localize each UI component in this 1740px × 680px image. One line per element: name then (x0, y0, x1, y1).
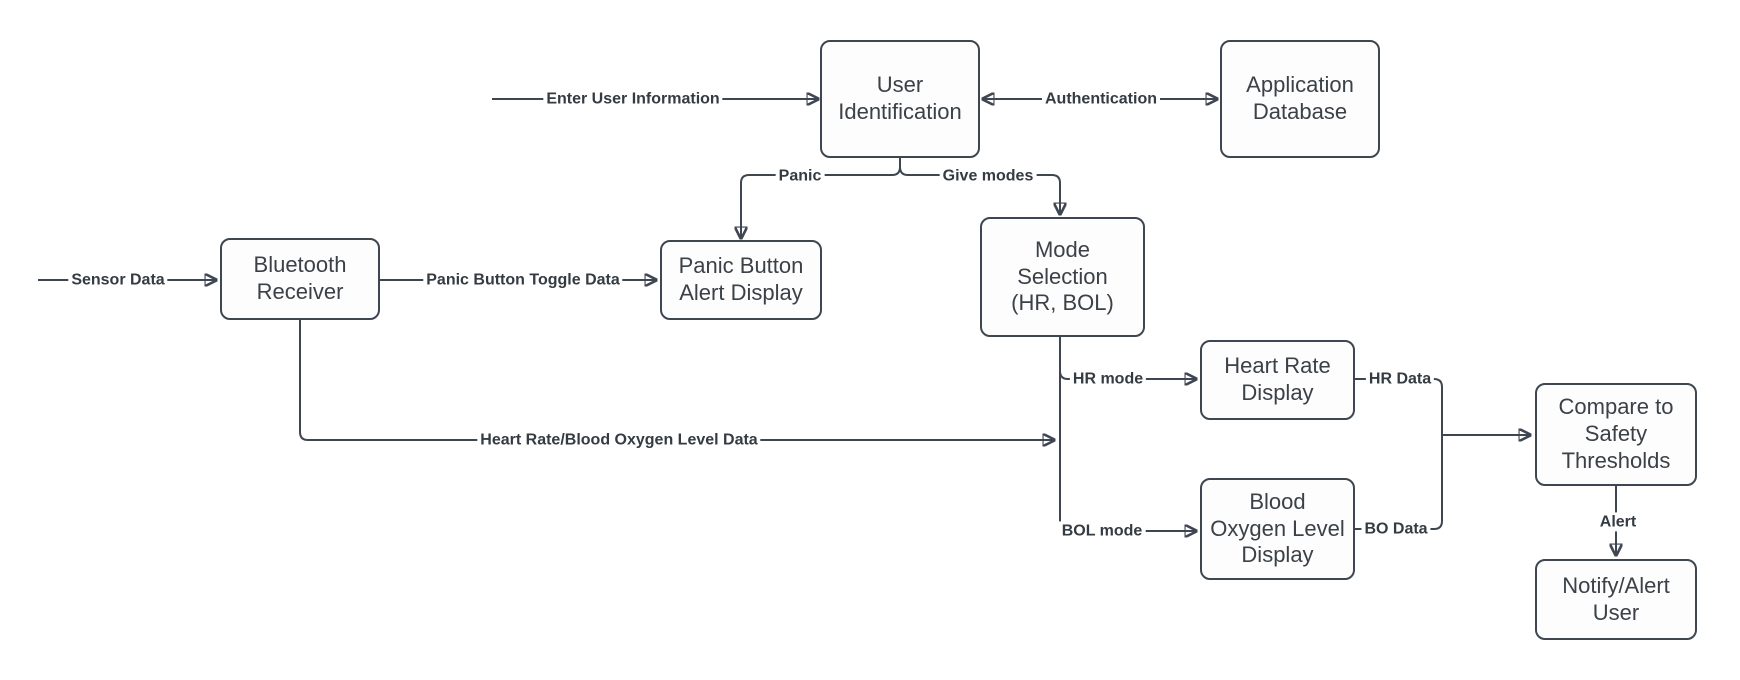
node-label: Application Database (1246, 72, 1354, 124)
edge-label-panic[interactable]: Panic (775, 166, 825, 186)
node-bluetooth-receiver[interactable]: Bluetooth Receiver (220, 238, 380, 320)
node-label: Blood Oxygen Level Display (1210, 488, 1345, 568)
edge-label-enter-user-information[interactable]: Enter User Information (543, 89, 723, 109)
edge-label-authentication[interactable]: Authentication (1042, 89, 1160, 109)
edge-label-alert[interactable]: Alert (1596, 512, 1640, 532)
node-label: Bluetooth Receiver (253, 252, 347, 304)
node-label: Notify/Alert User (1562, 572, 1670, 625)
edge-label-hr-data[interactable]: HR Data (1365, 369, 1435, 389)
node-compare-to-safety-thresholds[interactable]: Compare to Safety Thresholds (1535, 383, 1697, 486)
edge-label-sensor-data[interactable]: Sensor Data (68, 270, 168, 290)
edge-label-heart-rate-blood-oxygen-level-data[interactable]: Heart Rate/Blood Oxygen Level Data (477, 430, 761, 450)
node-label: Mode Selection (HR, BOL) (1011, 236, 1114, 316)
node-application-database[interactable]: Application Database (1220, 40, 1380, 158)
node-label: Compare to Safety Thresholds (1558, 394, 1674, 473)
edge-label-panic-button-toggle-data[interactable]: Panic Button Toggle Data (423, 270, 623, 290)
connector-hr-bo-data-rail[interactable] (1355, 378, 1443, 530)
node-panic-button-alert-display[interactable]: Panic Button Alert Display (660, 240, 822, 320)
edge-label-hr-mode[interactable]: HR mode (1069, 369, 1147, 389)
node-label: Panic Button Alert Display (678, 253, 804, 305)
node-blood-oxygen-level-display[interactable]: Blood Oxygen Level Display (1200, 478, 1355, 580)
edge-label-give-modes[interactable]: Give modes (939, 166, 1037, 186)
node-notify-alert-user[interactable]: Notify/Alert User (1535, 559, 1697, 640)
node-label: User Identification (838, 72, 962, 124)
edge-label-bol-mode[interactable]: BOL mode (1058, 521, 1146, 541)
connector-heart-rate-blood-oxygen-level-data[interactable] (299, 320, 1054, 440)
node-user-identification[interactable]: User Identification (820, 40, 980, 158)
edge-label-bo-data[interactable]: BO Data (1361, 519, 1431, 539)
connector-bol-mode[interactable] (1059, 337, 1196, 531)
node-heart-rate-display[interactable]: Heart Rate Display (1200, 340, 1355, 420)
node-mode-selection[interactable]: Mode Selection (HR, BOL) (980, 217, 1145, 337)
node-label: Heart Rate Display (1224, 353, 1331, 405)
connector-hr-mode[interactable] (1059, 370, 1196, 379)
